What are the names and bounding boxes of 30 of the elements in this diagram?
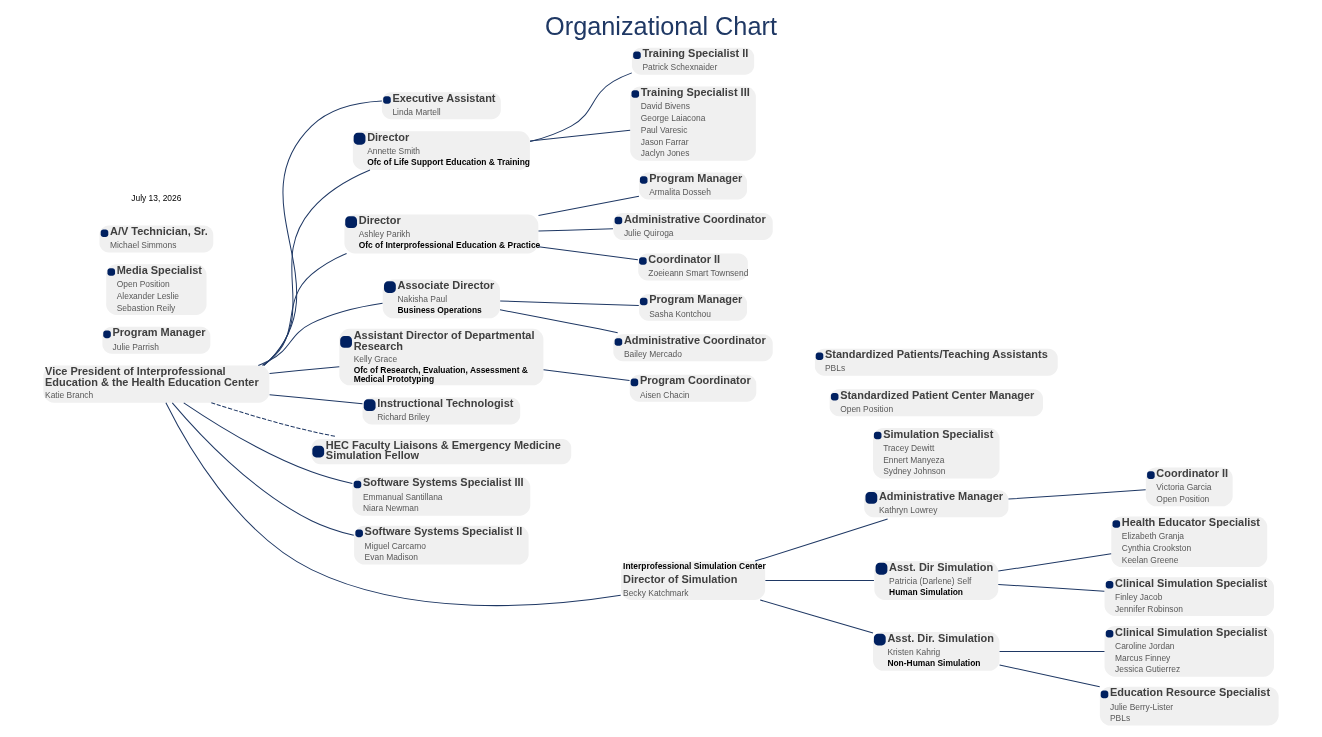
connector [759, 599, 874, 634]
connector [165, 402, 622, 607]
connector [171, 402, 355, 536]
connector [269, 394, 363, 405]
connector [269, 366, 340, 374]
connector [262, 169, 371, 366]
connector [538, 246, 639, 261]
connector [257, 302, 384, 366]
connector [538, 228, 614, 232]
connector [261, 252, 348, 366]
node-box: Vice President of Interprofessional Education & the Health Education Center Katie Branch [43, 365, 270, 403]
connector [499, 309, 619, 334]
diagram-title: Organizational Chart [545, 12, 777, 41]
connector [997, 583, 1105, 592]
connector [997, 553, 1112, 572]
connector [999, 664, 1101, 688]
node-box-text: Interprofessional Simulation Center Director of Simulation Becky Katchmark [620, 561, 766, 600]
connector [183, 402, 353, 485]
connector [499, 300, 640, 307]
connector [538, 195, 640, 216]
connector [529, 72, 633, 143]
connector [543, 369, 631, 381]
connector [764, 580, 875, 582]
label: July 13, 2026 [131, 192, 182, 203]
connector [210, 402, 336, 437]
connector [529, 129, 631, 142]
connector [999, 650, 1105, 652]
connector [263, 100, 383, 366]
connector [1007, 489, 1147, 500]
connector [754, 518, 889, 562]
